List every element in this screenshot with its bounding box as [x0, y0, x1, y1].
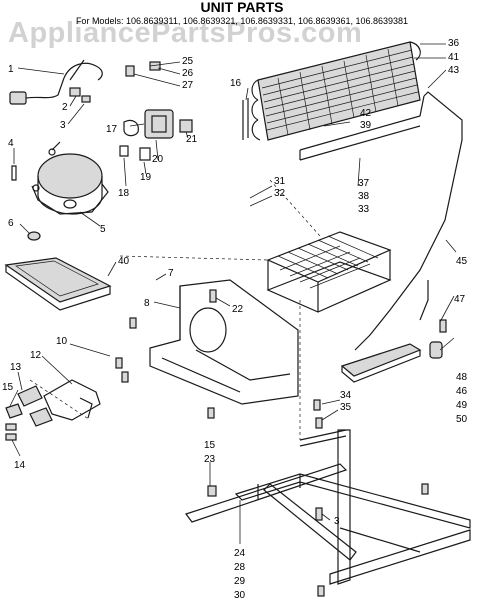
- compressor: [31, 141, 109, 215]
- fan-bracket: [149, 279, 299, 405]
- callout-19: 19: [140, 172, 152, 183]
- callout-5: 5: [100, 224, 106, 235]
- watermark-text: AppliancePartsPros.com: [8, 17, 362, 49]
- callout-32: 32: [274, 188, 286, 199]
- leader-lines: [9, 43, 457, 544]
- callout-37: 37: [358, 178, 370, 189]
- callout-20: 20: [152, 154, 164, 165]
- callout-47: 47: [454, 294, 466, 305]
- small-bolts: [115, 317, 429, 597]
- callout-7: 7: [168, 268, 174, 279]
- grommet-6: [27, 231, 41, 241]
- callout-2: 2: [62, 102, 68, 113]
- callout-48: 48: [456, 372, 468, 383]
- callout-24: 24: [234, 548, 246, 559]
- callout-36: 36: [448, 38, 460, 49]
- callout-23: 23: [204, 454, 216, 465]
- callout-17: 17: [106, 124, 118, 135]
- guide-line: [119, 255, 269, 261]
- callout-34: 34: [340, 390, 352, 401]
- callout-33: 33: [358, 204, 370, 215]
- callout-43: 43: [448, 65, 460, 76]
- diagram-title: UNIT PARTS: [201, 0, 284, 15]
- guide-line: [29, 379, 91, 421]
- callout-39: 39: [360, 120, 372, 131]
- relay-parts: [119, 109, 193, 161]
- callout-12: 12: [30, 350, 42, 361]
- callout-35: 35: [340, 402, 352, 413]
- callout-16: 16: [230, 78, 242, 89]
- callout-46: 46: [456, 386, 468, 397]
- callout-1: 1: [8, 64, 14, 75]
- callout-27: 27: [182, 80, 194, 91]
- callout-21: 21: [186, 134, 198, 145]
- callout-45: 45: [456, 256, 468, 267]
- callout-26: 26: [182, 68, 194, 79]
- callout-30: 30: [234, 590, 246, 600]
- callout-29: 29: [234, 576, 246, 587]
- callout-41: 41: [448, 52, 460, 63]
- callout-10: 10: [56, 336, 68, 347]
- diagram-subtitle: For Models: 106.8639311, 106.8639321, 10…: [76, 16, 408, 26]
- callout-40: 40: [118, 256, 130, 267]
- control-parts: [5, 379, 101, 441]
- condenser-coil: [242, 41, 425, 161]
- callout-14: 14: [14, 460, 26, 471]
- callout-numbers: 1 2 3 4 5 6 7 8 10 12 13 14 15 15 16 17 …: [2, 38, 468, 600]
- clip-parts: [69, 61, 161, 103]
- bolt-4: [11, 165, 17, 181]
- evaporator: [266, 231, 392, 313]
- screw-22: [209, 289, 217, 303]
- callout-18: 18: [118, 188, 130, 199]
- callout-25: 25: [182, 56, 194, 67]
- condensate-bracket: [340, 319, 447, 383]
- callout-49: 49: [456, 400, 468, 411]
- power-cord: [9, 59, 103, 105]
- drier-tube: [419, 280, 429, 321]
- callout-8: 8: [144, 298, 150, 309]
- base-frame: [185, 429, 471, 585]
- callout-38: 38: [358, 191, 370, 202]
- callout-22: 22: [232, 304, 244, 315]
- guide-line: [269, 179, 321, 237]
- callout-42: 42: [360, 108, 372, 119]
- callout-3b: 3: [334, 516, 340, 527]
- refrigerant-tube: [354, 91, 463, 351]
- callout-15a: 15: [2, 382, 14, 393]
- callout-6: 6: [8, 218, 14, 229]
- callout-31: 31: [274, 176, 286, 187]
- callout-3: 3: [60, 120, 66, 131]
- callout-4: 4: [8, 138, 14, 149]
- callout-13: 13: [10, 362, 22, 373]
- callout-50: 50: [456, 414, 468, 425]
- callout-15b: 15: [204, 440, 216, 451]
- drain-pan: [4, 257, 112, 311]
- callout-28: 28: [234, 562, 246, 573]
